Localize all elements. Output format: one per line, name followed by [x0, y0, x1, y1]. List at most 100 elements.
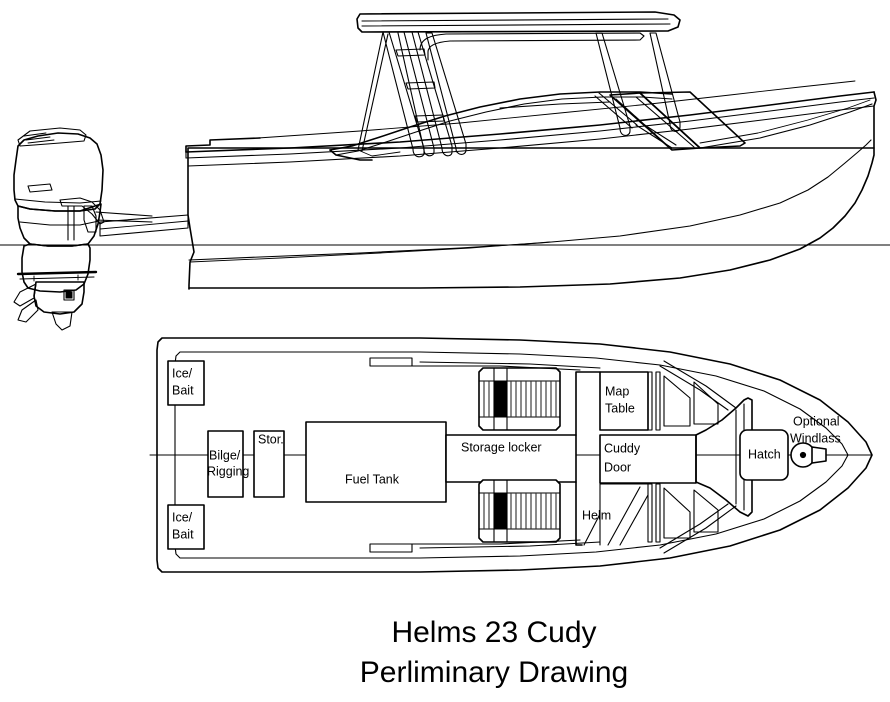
storage-small-label: Stor. [258, 432, 284, 446]
compartment-map-table[interactable]: Map Table [599, 371, 649, 431]
port-deck-line-2 [419, 361, 601, 369]
starboard-deck-hatch [369, 543, 413, 553]
motor-tilt-ram [83, 205, 97, 233]
hardtop-panel [356, 11, 681, 33]
optional-windlass-label-line2: Windlass [790, 431, 841, 445]
windshield-frame-line-port [659, 365, 729, 411]
seat-port-outline[interactable] [478, 367, 561, 431]
seat-starboard[interactable] [478, 479, 561, 543]
ice-bait-port-label-line1: Ice/ [172, 366, 193, 380]
hatch-box[interactable] [739, 429, 789, 481]
helm-label: Helm [582, 508, 611, 522]
compartment-anchor-hatch[interactable]: Hatch [739, 429, 789, 481]
motor-mount-plate-line [99, 220, 189, 230]
bilge-rigging-label-line2: Rigging [207, 464, 249, 478]
bow-stem [873, 91, 877, 149]
bulkhead-starboard [575, 481, 583, 546]
map-table-label-line1: Map [605, 384, 629, 398]
ladder-rung-3 [414, 114, 445, 123]
fuel-tank-box[interactable] [305, 421, 447, 503]
hardtop-diagonal-brace-2 [635, 121, 677, 149]
compartment-storage-locker[interactable]: Storage locker [445, 434, 577, 483]
map-table-label-line2: Table [605, 401, 635, 415]
windshield-pane-stbd-1 [663, 487, 691, 539]
deck-edge-line [257, 80, 856, 139]
seat-starboard-ribs [483, 493, 557, 529]
cuddy-door-box[interactable] [599, 434, 697, 484]
motor-transom-bracket [59, 197, 105, 225]
motor-anode-fill [65, 291, 73, 299]
windshield-frame-line-stbd [659, 503, 729, 549]
motor-cowl-vent [17, 127, 87, 147]
optional-windlass-label-line1: Optional [793, 414, 840, 428]
ladder-rail-left [382, 31, 425, 158]
motor-mount-bar-upper [95, 211, 153, 223]
drawing-title-line1: Helms 23 Cudy [391, 616, 596, 649]
motor-plate-fasteners [33, 274, 79, 282]
fuel-tank-label: Fuel Tank [345, 472, 400, 486]
deck-outer-hull [156, 337, 873, 573]
seat-port[interactable] [478, 367, 561, 431]
compartment-ice-bait-port[interactable]: Ice/ Bait [167, 360, 205, 406]
windlass-motor-body [811, 446, 827, 464]
cabin-roof-curve [329, 91, 673, 151]
compartment-fuel-tank[interactable]: Fuel Tank [305, 421, 447, 503]
storage-locker-label: Storage locker [461, 440, 542, 454]
ladder-rail-right [411, 31, 453, 157]
bilge-rigging-box[interactable] [207, 430, 244, 498]
rub-rail-lower [185, 97, 875, 159]
helm-console-diagonal-2 [619, 494, 649, 546]
windshield-side-panel [639, 91, 746, 149]
hardtop-brace-foot [357, 149, 401, 157]
optional-windlass[interactable]: Optional Windlass [790, 414, 841, 468]
hardtop-support-pipe-fwd-right [425, 32, 467, 155]
hardtop-assembly [356, 11, 681, 158]
port-deck-line [379, 365, 581, 371]
windshield-mullion-port [647, 371, 653, 431]
seat-port-ribs [483, 381, 557, 417]
windshield-pane-port-1 [663, 375, 691, 427]
profile-view [0, 11, 890, 331]
chine-line [188, 139, 872, 261]
motor-mount-plate [99, 214, 189, 237]
windshield-mullion-stbd-2 [655, 483, 661, 543]
ice-bait-starboard-box[interactable] [167, 504, 205, 550]
hull-side-top-line [187, 105, 875, 167]
ladder-rung-2 [405, 81, 436, 90]
foredeck-seam [699, 103, 873, 149]
windshield-pane-stbd-2 [693, 489, 719, 533]
starboard-deck-line-2 [419, 541, 601, 549]
cabin-window-line [499, 101, 611, 109]
coaming-aft [329, 149, 373, 161]
seat-starboard-outline[interactable] [478, 479, 561, 543]
deck-plan-view: Ice/ Bait Ice/ Bait Bilge/ Rigging Stor.… [149, 337, 873, 573]
ice-bait-starboard-label-line1: Ice/ [172, 510, 193, 524]
hardtop-diagonal-brace [594, 92, 638, 129]
windshield-frame-line-port-2 [663, 360, 737, 409]
ladder-rung-1 [395, 48, 426, 57]
port-deck-hatch [369, 357, 413, 367]
seat-port-shadow [493, 380, 508, 418]
cuddy-door-label-line1: Cuddy [604, 441, 641, 455]
foredeck-seam-inner [699, 99, 871, 144]
storage-locker-box[interactable] [445, 434, 577, 483]
compartment-storage-small[interactable]: Stor. [253, 430, 285, 498]
propeller-blade-upper [13, 283, 37, 307]
motor-cavitation-plate-edge [19, 276, 95, 280]
helm-console-lines [583, 483, 649, 546]
compartment-helm[interactable]: Helm [582, 508, 611, 522]
compartment-cuddy-door[interactable]: Cuddy Door [599, 434, 697, 484]
spray-rail [189, 241, 551, 263]
storage-small-box[interactable] [253, 430, 285, 498]
starboard-deck-line [379, 539, 581, 545]
compartment-bilge-rigging[interactable]: Bilge/ Rigging [207, 430, 249, 498]
console-bulkhead [575, 371, 601, 546]
compartment-ice-bait-starboard[interactable]: Ice/ Bait [167, 504, 205, 550]
ice-bait-port-box[interactable] [167, 360, 205, 406]
seat-starboard-shadow [493, 492, 508, 530]
bulkhead-port [575, 371, 601, 436]
outboard-motor [13, 127, 189, 331]
hull-outline [187, 147, 875, 289]
motor-vent-slots [23, 132, 55, 144]
